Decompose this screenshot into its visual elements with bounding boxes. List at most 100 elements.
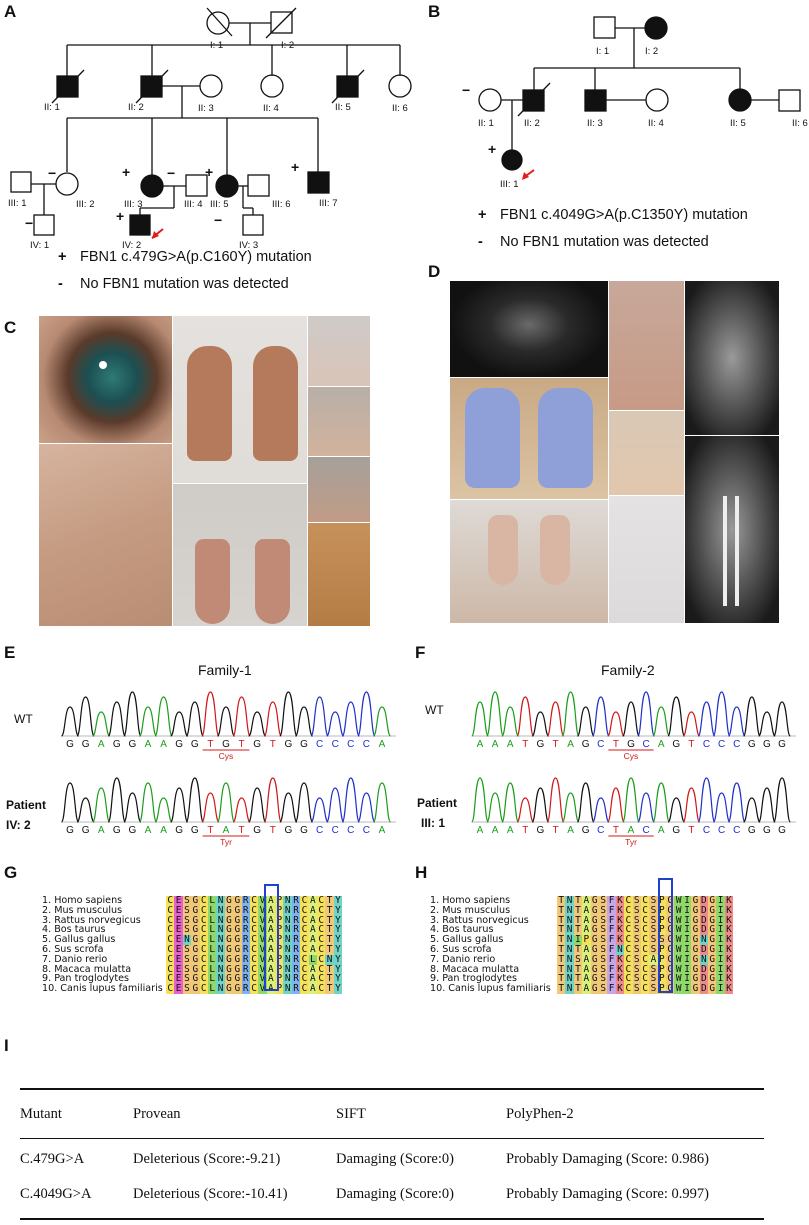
table-header-provean: Provean bbox=[133, 1106, 181, 1122]
residue: C bbox=[199, 904, 208, 916]
residue: A bbox=[308, 973, 318, 985]
chromatogram-peak bbox=[76, 797, 95, 823]
svg-text:−: − bbox=[462, 82, 470, 98]
svg-text:+: + bbox=[205, 164, 213, 180]
residue: N bbox=[615, 943, 625, 955]
residue: R bbox=[241, 924, 250, 936]
residue: N bbox=[565, 983, 574, 995]
chromatogram-peak bbox=[607, 711, 625, 737]
base-call: G bbox=[175, 739, 183, 750]
base-call: G bbox=[672, 825, 680, 836]
residue: G bbox=[666, 924, 675, 936]
base-call: A bbox=[507, 825, 514, 836]
chromatogram-peak bbox=[279, 792, 298, 823]
residue: A bbox=[649, 953, 658, 965]
residue: S bbox=[632, 973, 641, 985]
residue: S bbox=[649, 963, 658, 975]
residue: C bbox=[249, 943, 259, 955]
chromatogram-peak bbox=[326, 787, 345, 823]
species-name: 2. Mus musculus bbox=[42, 904, 123, 916]
chromatogram-peak bbox=[652, 706, 671, 737]
residue: N bbox=[283, 924, 292, 936]
residue: S bbox=[182, 963, 192, 975]
residue: T bbox=[573, 983, 583, 995]
photo-skin-striae bbox=[307, 522, 371, 627]
chromatogram-peak bbox=[263, 777, 282, 823]
residue: K bbox=[615, 914, 625, 926]
residue: A bbox=[308, 943, 318, 955]
chromatogram-peak bbox=[232, 797, 251, 823]
residue: S bbox=[649, 924, 658, 936]
residue: T bbox=[557, 914, 566, 926]
chromatogram-peak bbox=[486, 792, 504, 823]
base-call: C bbox=[347, 739, 354, 750]
residue: T bbox=[557, 934, 566, 946]
residue: I bbox=[682, 973, 692, 985]
base-call: C bbox=[718, 739, 725, 750]
chromatogram-peak bbox=[697, 701, 716, 737]
chromatogram-peak bbox=[546, 777, 565, 823]
residue: D bbox=[699, 924, 709, 936]
base-call: T bbox=[239, 739, 245, 750]
residue: T bbox=[325, 943, 334, 955]
residue: C bbox=[300, 963, 309, 975]
residue: D bbox=[699, 983, 709, 995]
base-call: G bbox=[300, 825, 308, 836]
base-call: A bbox=[567, 739, 574, 750]
residue: G bbox=[666, 973, 675, 985]
residue: G bbox=[691, 943, 700, 955]
residue: S bbox=[632, 904, 641, 916]
residue: K bbox=[724, 983, 734, 995]
residue: A bbox=[266, 973, 276, 985]
photo-wrist-sign-2 bbox=[307, 456, 371, 524]
residue: G bbox=[590, 924, 599, 936]
residue: C bbox=[199, 895, 208, 906]
table-header-sift: SIFT bbox=[336, 1106, 366, 1122]
residue: L bbox=[207, 904, 217, 916]
residue: Y bbox=[333, 943, 343, 955]
chromatogram-peak bbox=[248, 711, 267, 737]
residue: K bbox=[724, 914, 734, 926]
residue: N bbox=[216, 895, 225, 906]
residue: V bbox=[258, 943, 267, 955]
residue: I bbox=[682, 914, 692, 926]
residue: R bbox=[291, 973, 301, 985]
residue: A bbox=[308, 924, 318, 936]
residue: S bbox=[598, 953, 608, 965]
chrom-e-patient-label: Patient bbox=[6, 798, 47, 812]
residue: C bbox=[166, 953, 175, 965]
residue: C bbox=[317, 934, 326, 946]
chromatogram-peak bbox=[576, 782, 595, 823]
residue: K bbox=[615, 963, 625, 975]
table-cell: Damaging (Score:0) bbox=[336, 1186, 454, 1202]
residue: G bbox=[666, 963, 675, 975]
svg-text:−: − bbox=[167, 165, 175, 181]
panel-label-a: A bbox=[4, 2, 17, 21]
residue: Y bbox=[333, 983, 343, 995]
residue: P bbox=[657, 963, 667, 975]
residue: G bbox=[191, 973, 200, 985]
residue: P bbox=[275, 934, 284, 946]
residue: A bbox=[266, 924, 276, 936]
chromatogram-peak bbox=[279, 691, 298, 737]
table-cell: Deleterious (Score:-10.41) bbox=[133, 1186, 288, 1202]
alignment-h-highlight-box bbox=[658, 878, 673, 993]
residue: I bbox=[682, 943, 692, 955]
residue: K bbox=[615, 904, 625, 916]
residue: G bbox=[691, 983, 700, 995]
residue: T bbox=[325, 983, 334, 995]
svg-text:III: 1: III: 1 bbox=[8, 198, 26, 209]
residue: E bbox=[174, 914, 183, 926]
chromatogram-peak bbox=[516, 797, 535, 823]
base-call: T bbox=[552, 825, 558, 836]
residue: S bbox=[598, 924, 608, 936]
pedigree-a: − + − + − + − + I: 1 I: 2 II: 1 II: 2 II… bbox=[8, 7, 412, 250]
residue: C bbox=[166, 904, 175, 916]
residue: G bbox=[666, 895, 675, 906]
chromatogram-peak bbox=[216, 782, 236, 823]
chrom-e-patient-id: IV: 2 bbox=[6, 818, 31, 832]
